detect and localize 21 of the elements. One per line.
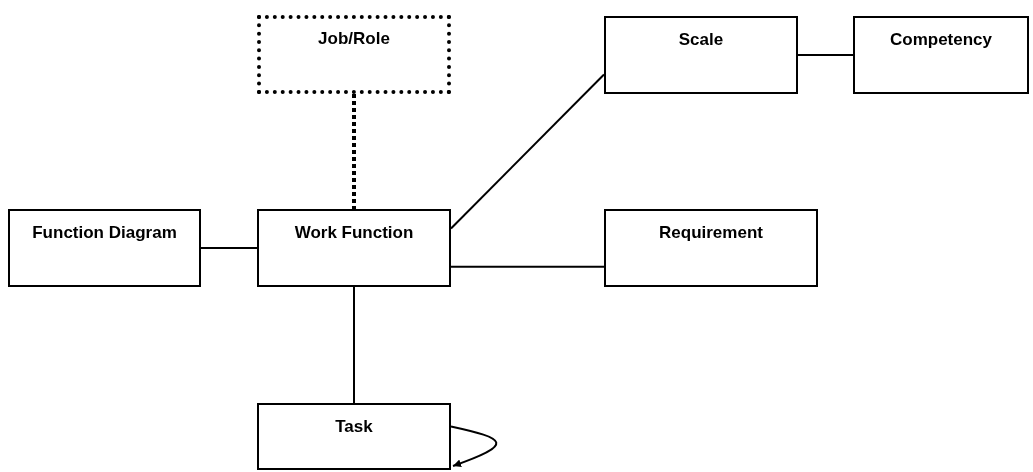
connector-line xyxy=(450,265,605,268)
entity-box xyxy=(853,16,1029,94)
connector-line xyxy=(353,286,355,404)
connector-line xyxy=(797,54,854,56)
box-label: Task xyxy=(335,417,373,437)
self-loop-arrow xyxy=(450,425,498,467)
box-label: Requirement xyxy=(659,223,763,243)
box-label: Work Function xyxy=(294,223,414,243)
entity-box xyxy=(8,209,201,287)
box-label: Scale xyxy=(678,30,724,50)
box-label: Competency xyxy=(890,30,992,50)
connector-line xyxy=(352,94,356,209)
entity-box xyxy=(604,209,818,287)
box-label: Job/Role xyxy=(318,29,390,49)
connector-line xyxy=(200,247,258,249)
entity-box xyxy=(257,403,451,470)
entity-box xyxy=(257,209,451,287)
connector-line xyxy=(450,73,605,230)
dotted-entity-box xyxy=(257,15,451,94)
entity-box xyxy=(604,16,798,94)
box-label: Function Diagram xyxy=(32,223,177,243)
